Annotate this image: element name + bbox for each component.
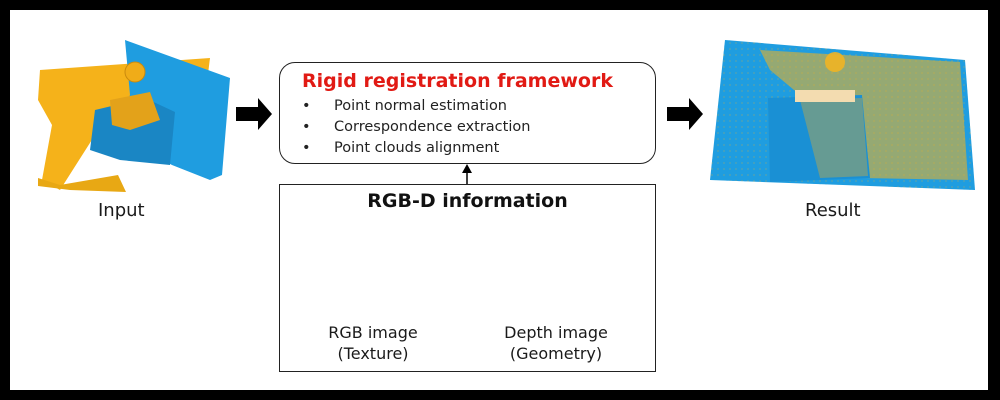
input-cloud-yellow-floor	[38, 175, 126, 192]
result-cloud-clock	[825, 52, 845, 72]
input-cloud-yellow-cabinet	[110, 92, 160, 130]
rgb-image-caption: RGB image (Texture)	[289, 322, 457, 364]
result-cloud-cabinet	[768, 95, 870, 182]
rgbd-title: RGB-D information	[367, 190, 568, 212]
framework-box: Rigid registration framework •Point norm…	[279, 62, 656, 164]
framework-step-label: Point clouds alignment	[334, 140, 500, 156]
depth-image-caption: Depth image (Geometry)	[472, 322, 640, 364]
framework-step: •Correspondence extraction	[302, 119, 531, 135]
rgb-caption-line2: (Texture)	[337, 344, 409, 363]
framework-step-label: Point normal estimation	[334, 98, 508, 114]
arrow-framework-to-result	[667, 98, 703, 130]
input-cloud-clock	[124, 61, 146, 83]
result-cloud-cabinet-shade	[800, 98, 868, 178]
arrow-rgbd-to-framework-head	[462, 164, 472, 173]
framework-step: •Point normal estimation	[302, 98, 508, 114]
input-label: Input	[98, 200, 145, 221]
arrow-input-to-framework	[236, 98, 272, 130]
depth-caption-line2: (Geometry)	[509, 344, 603, 363]
depth-caption-line1: Depth image	[504, 323, 608, 342]
framework-title: Rigid registration framework	[302, 70, 613, 92]
input-point-cloud	[38, 40, 230, 192]
result-cloud-items	[795, 90, 855, 102]
framework-step-label: Correspondence extraction	[334, 119, 531, 135]
rgbd-box: RGB-D information	[279, 184, 656, 372]
result-cloud-yellow-overlay	[760, 50, 968, 180]
result-label: Result	[805, 200, 861, 221]
framework-steps-list: •Point normal estimation •Correspondence…	[302, 96, 530, 159]
result-point-cloud	[710, 40, 975, 190]
framework-step: •Point clouds alignment	[302, 140, 500, 156]
rgb-caption-line1: RGB image	[328, 323, 418, 342]
